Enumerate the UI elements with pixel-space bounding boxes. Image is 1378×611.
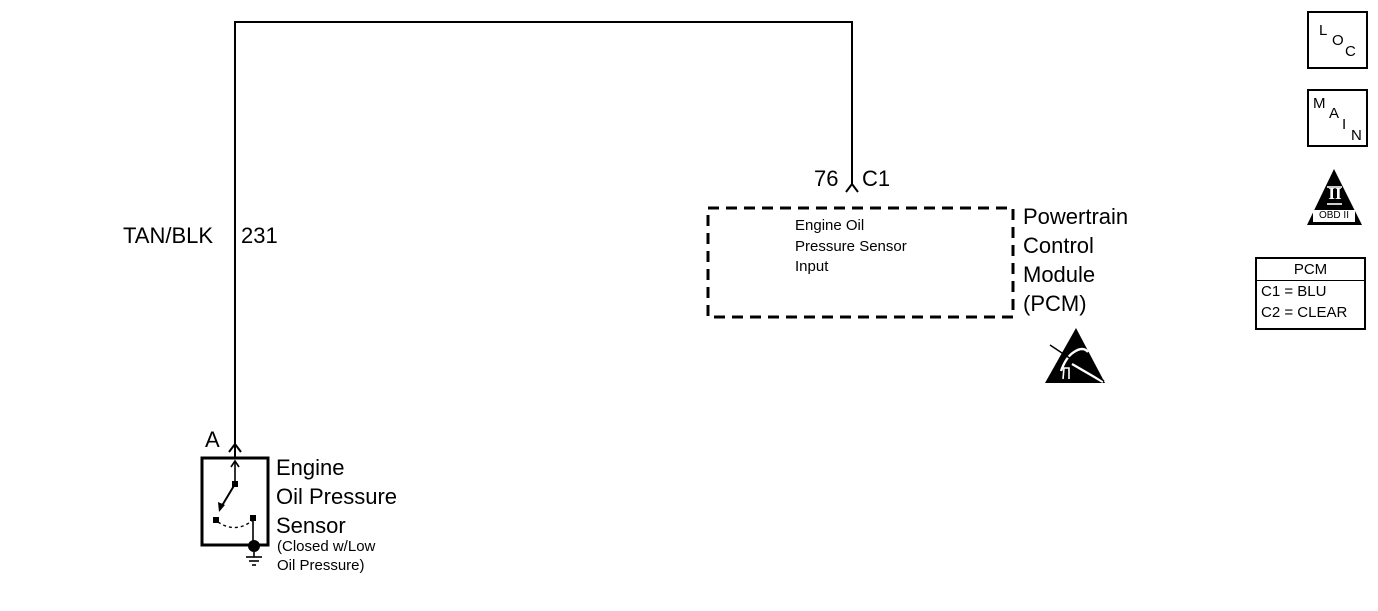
- sensor-name-line: Oil Pressure: [276, 484, 398, 509]
- loc-letter: C: [1345, 43, 1356, 60]
- obd-numeral: II: [1328, 184, 1342, 203]
- loc-letter: O: [1332, 32, 1344, 49]
- pcm-name-line: Module: [1023, 262, 1096, 287]
- switch-icon: [213, 459, 256, 545]
- connector-table-header: PCM: [1257, 259, 1364, 281]
- pcm-name-line: Control: [1023, 233, 1094, 258]
- sensor-pin-label: A: [205, 427, 220, 452]
- connector-table-row: C2 = CLEAR: [1261, 304, 1348, 321]
- pcm-connector-label: C1: [862, 166, 891, 191]
- pcm-component-name: Powertrain Control Module (PCM): [1023, 202, 1128, 318]
- sensor-component-name: Engine Oil Pressure Sensor: [276, 453, 397, 540]
- pcm-terminal-connector: [845, 179, 859, 193]
- wire-tan-blk-231[interactable]: [234, 21, 853, 447]
- loc-letter: L: [1319, 22, 1328, 39]
- main-button[interactable]: M A I N: [1307, 89, 1368, 147]
- connector-table: PCM C1 = BLU C2 = CLEAR: [1255, 257, 1366, 330]
- pcm-pin-label: 76: [814, 166, 839, 191]
- main-letter: I: [1342, 116, 1347, 133]
- main-letter: N: [1351, 127, 1362, 144]
- pcm-function-text: Engine Oil Pressure Sensor Input: [795, 216, 907, 278]
- sensor-name-line: Engine: [276, 455, 345, 480]
- pcm-dashed-box: [706, 206, 1015, 319]
- sensor-name-line: Sensor: [276, 513, 346, 538]
- main-letter: M: [1313, 95, 1326, 112]
- loc-button[interactable]: L O C: [1307, 11, 1368, 69]
- ground-icon: [246, 540, 262, 566]
- sensor-note: (Closed w/Low Oil Pressure): [277, 537, 375, 575]
- sensor-note-line: (Closed w/Low: [277, 538, 376, 555]
- wire-color-label: TAN/BLK: [123, 223, 214, 248]
- sensor-box: [200, 456, 270, 547]
- sensor-terminal-connector: [228, 442, 242, 458]
- pcm-function-line: Engine Oil: [795, 217, 865, 234]
- circuit-number-label: 231: [241, 223, 278, 248]
- pcm-function-line: Pressure Sensor: [795, 237, 907, 255]
- sensor-note-line: Oil Pressure): [277, 557, 365, 574]
- pcm-function-line: Input: [795, 258, 829, 275]
- esd-sensitive-icon: [1045, 328, 1105, 384]
- obd-label: OBD II: [1313, 210, 1355, 222]
- pcm-name-line: Powertrain: [1023, 204, 1129, 229]
- pcm-name-line: (PCM): [1023, 291, 1087, 316]
- connector-table-row: C1 = BLU: [1261, 283, 1327, 300]
- main-letter: A: [1329, 105, 1340, 122]
